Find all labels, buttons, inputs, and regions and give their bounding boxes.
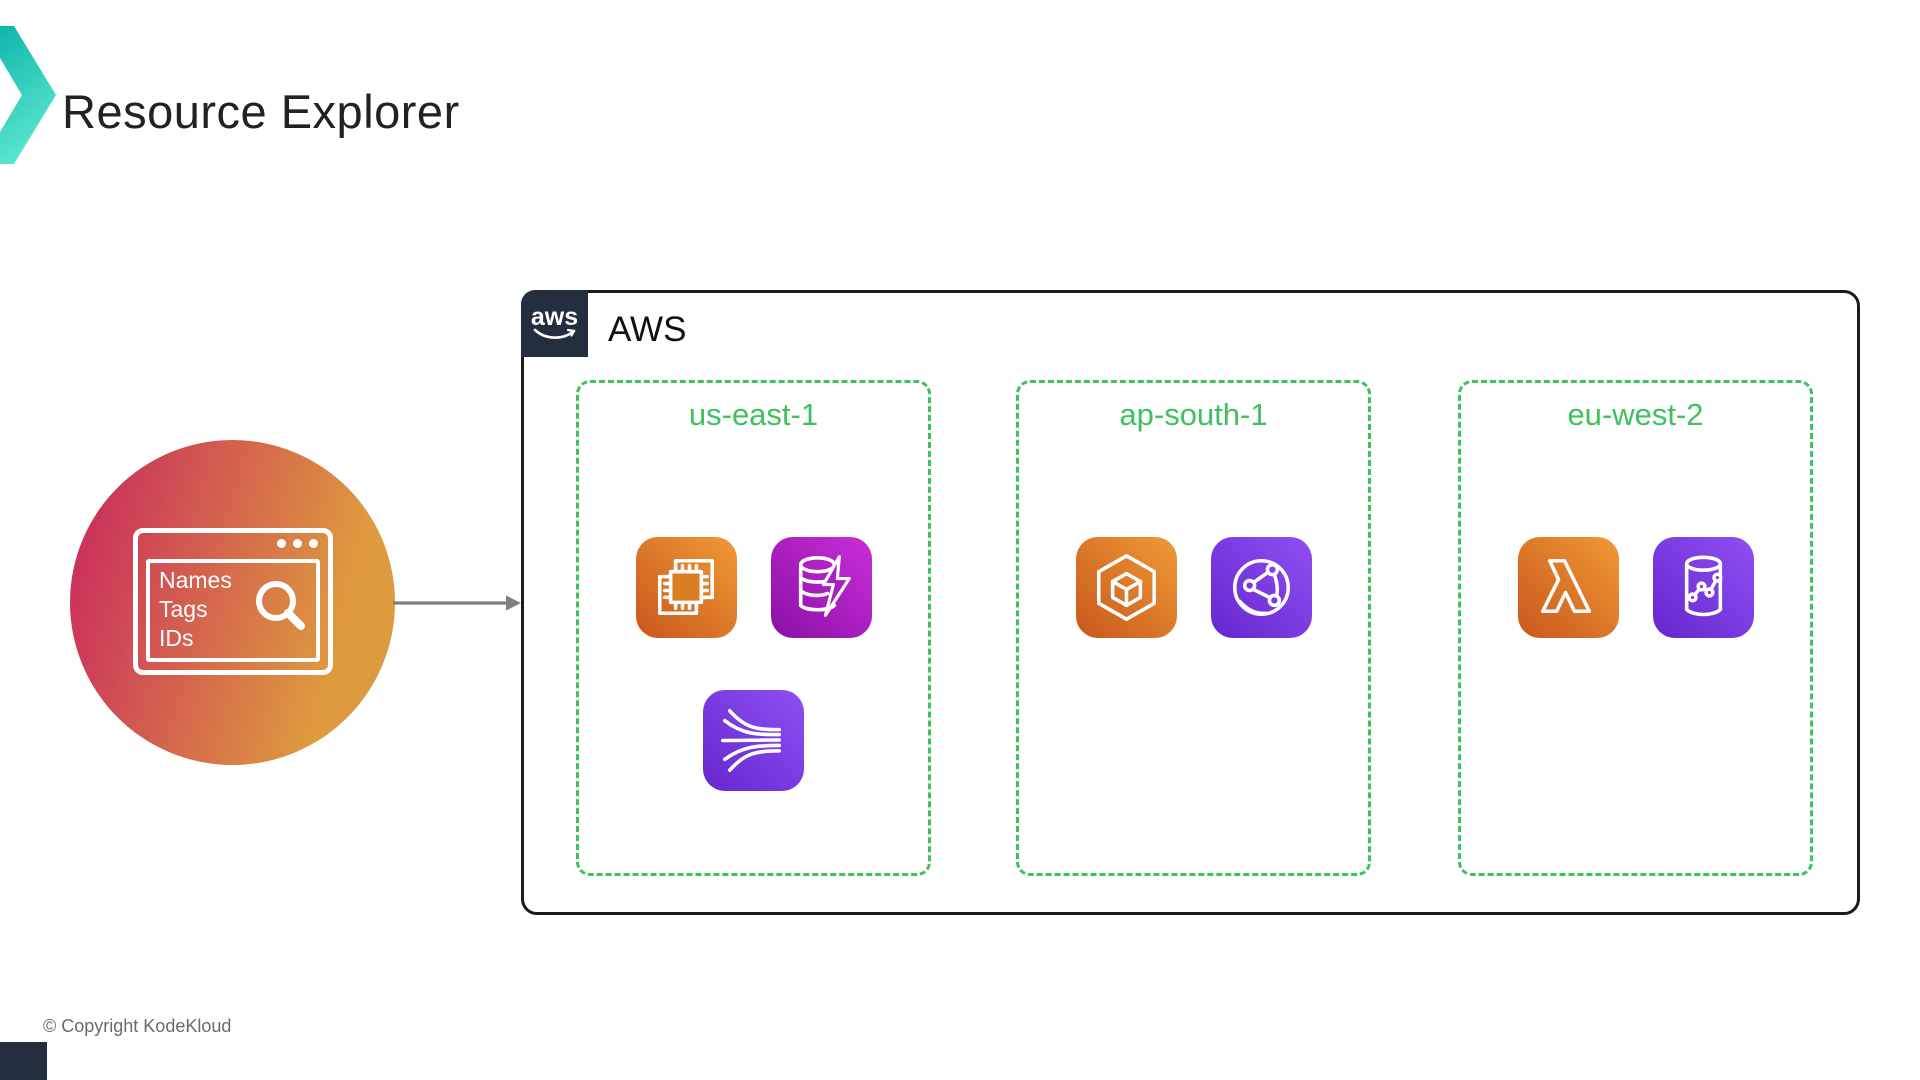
- magnifier-icon: [256, 581, 305, 630]
- region-box-ap-south-1: ap-south-1: [1016, 380, 1371, 876]
- query-line-names: Names: [159, 567, 232, 593]
- lambda-icon: [1517, 537, 1619, 638]
- query-line-tags: Tags: [159, 596, 208, 622]
- aws-label: AWS: [608, 310, 687, 349]
- resource-query-bubble: Names Tags IDs: [70, 440, 395, 765]
- region-label-eu-west-2: eu-west-2: [1567, 397, 1704, 432]
- aws-logo-badge: aws: [521, 290, 588, 357]
- window-dots-icon: [277, 539, 318, 548]
- query-line-ids: IDs: [159, 625, 194, 651]
- aws-cloud-container: aws AWS us-east-1: [521, 290, 1860, 915]
- page-title: Resource Explorer: [62, 85, 460, 138]
- kodekloud-chevron-logo: [0, 26, 56, 164]
- flow-arrow-icon: [393, 595, 521, 611]
- kinesis-icon: [703, 690, 804, 791]
- region-label-us-east-1: us-east-1: [688, 397, 819, 432]
- timestream-icon: [1652, 537, 1754, 638]
- browser-window-body: Names Tags IDs: [146, 559, 320, 662]
- aws-logo-text: aws: [530, 302, 579, 331]
- browser-window: Names Tags IDs: [133, 528, 333, 675]
- corner-accent-bar: [0, 1042, 47, 1080]
- region-box-us-east-1: us-east-1: [576, 380, 931, 876]
- elasticache-icon: [770, 537, 872, 638]
- region-box-eu-west-2: eu-west-2: [1458, 380, 1813, 876]
- ecs-icon: [1075, 537, 1177, 638]
- region-label-ap-south-1: ap-south-1: [1119, 397, 1268, 432]
- ec2-icon: [635, 537, 737, 638]
- aws-smile-icon: [533, 328, 575, 339]
- cloudfront-icon: [1210, 537, 1312, 638]
- copyright-text: © Copyright KodeKloud: [43, 1016, 232, 1036]
